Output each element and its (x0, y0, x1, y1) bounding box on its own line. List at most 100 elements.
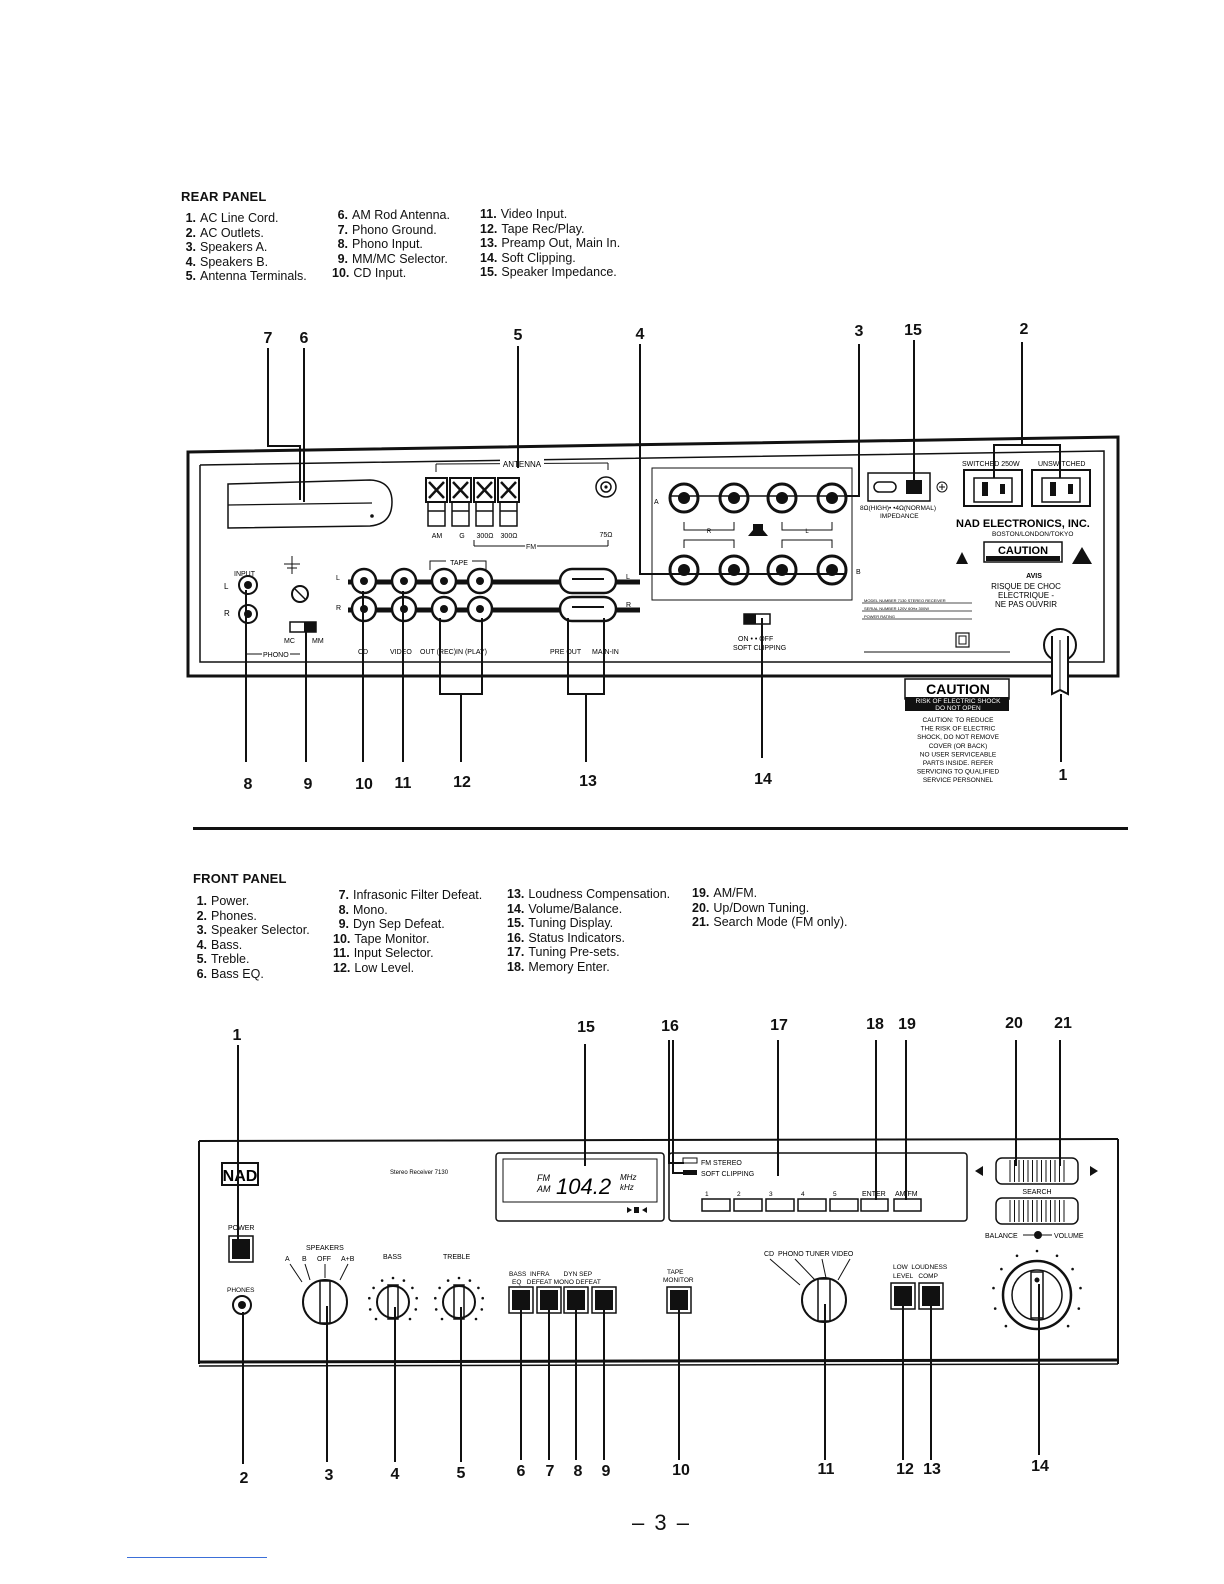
disp-khz: kHz (620, 1183, 634, 1192)
soft-clipping-switch: ON • • OFF SOFT CLIPPING (733, 613, 786, 652)
legend-text: Tuning Pre-sets. (528, 945, 620, 960)
phono-input-label: INPUT (234, 571, 256, 578)
phono-l-label: L (224, 582, 229, 591)
legend-number: 15. (480, 265, 498, 280)
legend-number: 7. (338, 888, 349, 902)
rear-callout-6: 6 (299, 330, 309, 347)
preset-button (701, 1198, 731, 1212)
legend-text: Search Mode (FM only). (713, 915, 848, 930)
caution-box-sub1: RISK OF ELECTRIC SHOCK (916, 698, 1002, 705)
ant-75-label: 75Ω (599, 532, 612, 539)
legend-text: Speakers B. (200, 254, 269, 269)
ac-outlets: SWITCHED 250W UNSWITCHED (962, 461, 1091, 507)
rca-l-label: L (336, 575, 340, 582)
impedance-switch: 8Ω(HIGH)• •4Ω(NORMAL) IMPEDANCE (860, 472, 948, 520)
loudness-buttons: LOW LOUDNESS LEVEL COMP (890, 1264, 948, 1310)
spk-sel-a: A (285, 1256, 290, 1263)
on-off-label: ON • • OFF (738, 636, 773, 643)
preset-label: 4 (801, 1191, 805, 1198)
legend-number: 11. (480, 207, 497, 221)
legend-number: 20. (692, 900, 710, 915)
legend-text: Memory Enter. (528, 959, 610, 974)
legend-text: Video Input. (500, 207, 568, 221)
caution-warning-line: SERVICE PERSONNEL (923, 777, 994, 784)
front-panel-legend-item: 2.Phones. (191, 909, 310, 924)
logo-text: NAD (223, 1168, 258, 1185)
legend-text: Input Selector. (353, 946, 434, 961)
out-rec-label: OUT (REC) (420, 649, 456, 656)
impedance-label: IMPEDANCE (880, 513, 919, 520)
caution-warning-line: NO USER SERVICEABLE (920, 751, 997, 758)
search-label: SEARCH (1022, 1189, 1051, 1196)
caution-warning-line: COVER (OR BACK) (929, 743, 988, 750)
legend-number: 5. (196, 952, 207, 967)
balance-label: BALANCE (985, 1233, 1018, 1240)
mm-label: MM (312, 638, 324, 645)
btn-row1-label: BASS INFRA DYN SEP (509, 1271, 592, 1278)
model-plate-line: MODEL NUMBER 7130 STEREO RECEIVER (864, 598, 946, 603)
preset-button (797, 1198, 827, 1212)
front-panel-legend-item: 5.Treble. (191, 952, 310, 967)
treble-label: TREBLE (443, 1254, 471, 1261)
antenna-label: ANTENNA (503, 460, 542, 469)
caution-warning-line: CAUTION: TO REDUCE (923, 717, 995, 724)
legend-number: 3. (196, 923, 207, 938)
rear-callout-11: 11 (394, 775, 412, 792)
legend-number: 6. (337, 208, 348, 222)
rear-legend-col-3: 11.Video Input.12.Tape Rec/Play.13.Pream… (480, 207, 620, 280)
front-callout-3: 3 (324, 1467, 334, 1484)
ant-fm-label: FM (526, 544, 536, 551)
btn-row2-label: EQ DEFEAT MONO DEFEAT (512, 1279, 601, 1286)
rear-legend-col-2: 6.AM Rod Antenna.7.Phono Ground.8.Phono … (332, 208, 450, 281)
front-panel-legend-item: 9.Dyn Sep Defeat. (333, 917, 482, 932)
legend-number: 15. (507, 916, 525, 931)
ant-300a-label: 300Ω (477, 533, 494, 540)
nad-logo: NAD (221, 1162, 259, 1186)
preset-label: 1 (705, 1191, 709, 1198)
legend-number: 10. (332, 266, 350, 281)
disp-am: AM (536, 1184, 551, 1194)
front-callout-16: 16 (661, 1018, 679, 1035)
rear-callout-9: 9 (303, 776, 313, 793)
page-number: – 3 – (632, 1510, 691, 1535)
rear-branding: NAD ELECTRONICS, INC. BOSTON/LONDON/TOKY… (862, 518, 1092, 653)
front-legend-col-1: 1.Power.2.Phones.3.Speaker Selector.4.Ba… (191, 894, 310, 982)
video-label: VIDEO (390, 649, 412, 656)
legend-text: Dyn Sep Defeat. (353, 917, 445, 932)
rear-callout-8: 8 (243, 776, 253, 793)
legend-number: 14. (480, 250, 498, 265)
am-rod-antenna (227, 479, 393, 529)
rear-callout-3: 3 (854, 323, 864, 340)
front-panel-legend-item: 7.Infrasonic Filter Defeat. (333, 888, 483, 903)
legend-number: 8. (338, 902, 349, 917)
pre-l-label: L (626, 574, 630, 581)
front-callout-13: 13 (923, 1461, 941, 1478)
avis-line-3: NE PAS OUVRIR (995, 600, 1057, 609)
rear-panel-legend-item: 11.Video Input. (480, 207, 620, 222)
front-callout-7: 7 (545, 1463, 555, 1480)
legend-text: Loudness Compensation. (528, 887, 671, 901)
legend-text: Mono. (353, 902, 388, 917)
switched-label: SWITCHED 250W (962, 461, 1020, 468)
power-label: POWER (228, 1225, 254, 1232)
spk-b-label: B (856, 569, 861, 576)
rear-panel-legend-item: 4.Speakers B. (180, 255, 307, 270)
front-panel-legend-item: 3.Speaker Selector. (191, 923, 310, 938)
front-chassis (198, 1138, 1119, 1367)
front-legend-col-3: 13.Loudness Compensation.14.Volume/Balan… (507, 887, 670, 975)
rear-panel-legend-item: 3.Speakers A. (180, 240, 307, 255)
front-legend-col-4: 19.AM/FM.20.Up/Down Tuning.21.Search Mod… (692, 886, 847, 930)
spk-a-label: A (654, 499, 659, 506)
legend-number: 18. (507, 959, 525, 974)
legend-number: 14. (507, 901, 525, 916)
front-callout-19: 19 (898, 1016, 916, 1033)
legend-text: Tuning Display. (528, 916, 614, 931)
legend-number: 2. (185, 225, 196, 240)
front-panel-title: FRONT PANEL (193, 871, 287, 886)
legend-number: 3. (185, 240, 196, 255)
enter-label: ENTER (862, 1191, 886, 1198)
legend-text: AM Rod Antenna. (352, 208, 450, 222)
front-callout-20: 20 (1005, 1015, 1023, 1032)
serial-plate-line: SERIAL NUMBER 120V 60Hz 300W (864, 606, 929, 611)
legend-text: Volume/Balance. (528, 901, 623, 916)
